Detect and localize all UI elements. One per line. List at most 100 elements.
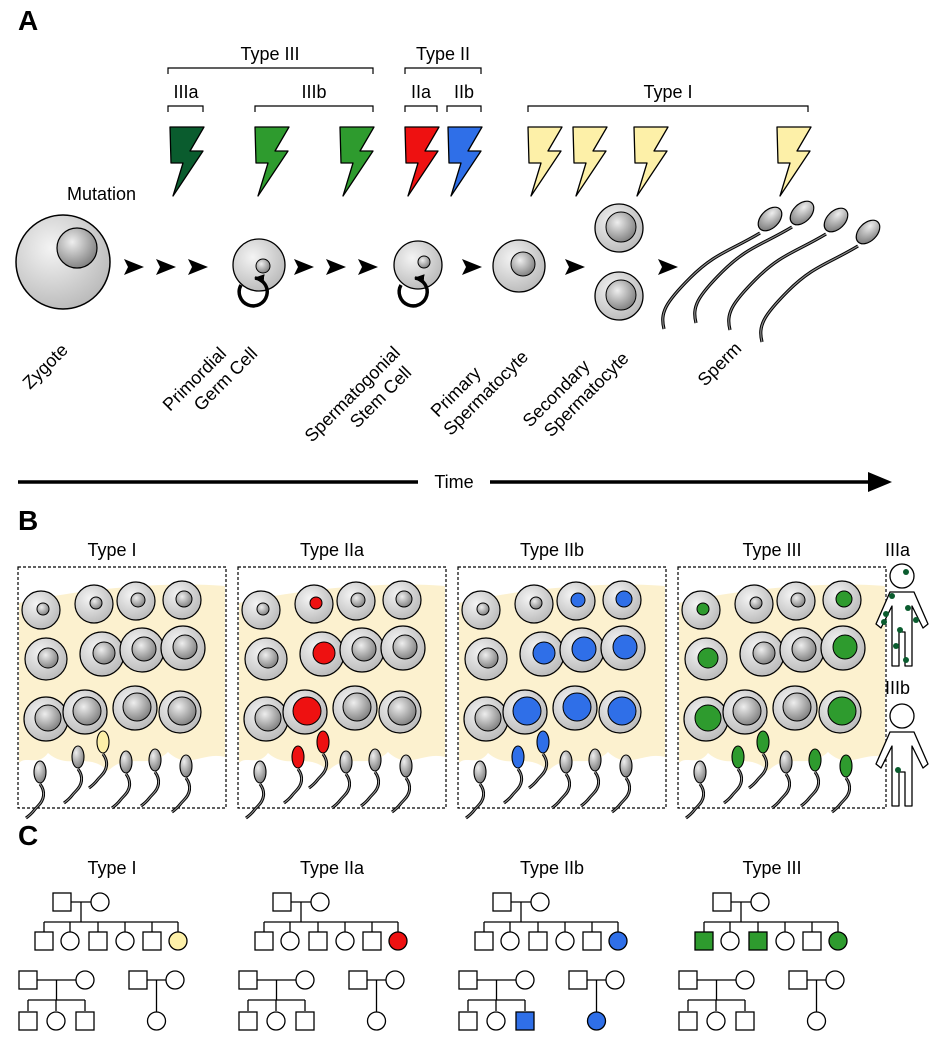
cell-nucleus (790, 592, 806, 608)
cell-nucleus (607, 696, 637, 726)
sperm-head (71, 745, 85, 769)
sperm-head (536, 730, 550, 754)
female-symbol (90, 892, 110, 912)
cell-nucleus (752, 641, 776, 665)
cell-nucleus (312, 641, 336, 665)
sperm-tail (140, 771, 161, 808)
body-label-iiia: IIIa (885, 540, 911, 560)
stage-label-zygote: Zygote (19, 340, 72, 393)
panel-b-title-type-iib: Type IIb (520, 540, 584, 560)
sperm-tail (283, 768, 304, 805)
cell-nucleus (570, 592, 586, 608)
lightning-bolt-icon (339, 126, 375, 197)
lightning-bolt-icon (404, 126, 440, 197)
female-symbol (775, 931, 795, 951)
sperm-tail-highlight (308, 753, 328, 789)
sperm-tail-highlight (25, 783, 45, 819)
cell-nucleus (122, 692, 152, 722)
pedigree-one-child (128, 970, 185, 1031)
iia-label: IIa (411, 82, 432, 102)
self-renewal-arrow (237, 274, 269, 308)
sperm-tail-highlight (800, 771, 820, 807)
sperm-head (839, 754, 853, 778)
testis-section-boxes (17, 566, 887, 820)
section-frame (17, 566, 227, 809)
male-symbol (308, 931, 328, 951)
cell-nucleus (696, 602, 710, 616)
sperm-tail-highlight (503, 768, 523, 804)
female-symbol (750, 892, 770, 912)
sperm-tail (331, 773, 352, 810)
body-label-iiib: IIIb (885, 678, 910, 698)
sperm-tail-highlight (551, 773, 571, 809)
pedigree-six-children (694, 892, 848, 951)
sperm-tail-highlight (360, 771, 380, 807)
body-outline (875, 731, 929, 807)
iib-label: IIb (454, 82, 474, 102)
sperm-head (291, 745, 305, 769)
mosaic-cell-dot (913, 617, 919, 623)
male-symbol (75, 1011, 95, 1031)
mosaic-cell-dot (905, 605, 911, 611)
sperm-tail-highlight (831, 777, 851, 813)
female-symbol (825, 970, 845, 990)
sperm-head (693, 760, 707, 784)
step-arrows (124, 259, 678, 275)
mosaic-cell-dot (903, 569, 909, 575)
pedigree-three-children (678, 970, 755, 1031)
female-symbol (828, 931, 848, 951)
female-symbol (266, 1011, 286, 1031)
male-symbol (492, 892, 512, 912)
arrow-icon (326, 259, 346, 275)
female-symbol (146, 1011, 167, 1031)
cell-nucleus (476, 602, 490, 616)
sperm-tail (771, 773, 792, 810)
male-symbol (295, 1011, 315, 1031)
male-symbol (362, 931, 382, 951)
female-symbol (735, 970, 755, 990)
male-symbol (254, 931, 274, 951)
cell-nucleus (292, 696, 322, 726)
secondary-spermatocyte-nucleus (605, 279, 637, 311)
male-symbol (678, 970, 698, 990)
sperm-head (808, 748, 822, 772)
lightning-bolts (169, 126, 812, 197)
sperm-tail-highlight (171, 777, 191, 813)
female-symbol (530, 892, 550, 912)
cell-nucleus (256, 602, 270, 616)
type-i-label: Type I (643, 82, 692, 102)
sperm-tail-highlight (580, 771, 600, 807)
sperm-tail (723, 768, 744, 805)
cell-nucleus (131, 636, 157, 662)
cell-nucleus (175, 590, 193, 608)
sperm-tail-highlight (331, 773, 351, 809)
cell-nucleus (612, 634, 638, 660)
cell-nucleus (694, 704, 722, 732)
cell-nucleus (395, 590, 413, 608)
panel-b-title-type-iii: Type III (742, 540, 801, 560)
stage-label-primary: Primary Spermatocyte (424, 331, 532, 439)
cell-nucleus (477, 647, 499, 669)
male-symbol (142, 931, 162, 951)
female-symbol (115, 931, 135, 951)
ssc-cell (393, 240, 443, 290)
cell-nucleus (36, 602, 50, 616)
sperm-tail-highlight (63, 768, 83, 804)
male-symbol (528, 931, 548, 951)
sperm-tail (360, 771, 381, 808)
cell-nucleus (832, 634, 858, 660)
male-symbol (474, 931, 494, 951)
testis-section-box (17, 566, 227, 820)
male-symbol (18, 970, 38, 990)
female-symbol (608, 931, 628, 951)
cell-nucleus (562, 692, 592, 722)
pedigree-three-children (18, 970, 95, 1031)
female-symbol (75, 970, 95, 990)
cell-nucleus (827, 696, 857, 726)
female-symbol (385, 970, 405, 990)
female-symbol (388, 931, 408, 951)
sperm-head (789, 200, 815, 226)
mutation-label: Mutation (67, 184, 136, 204)
sperm-tail (580, 771, 601, 808)
sperm-tail-highlight (685, 783, 705, 819)
